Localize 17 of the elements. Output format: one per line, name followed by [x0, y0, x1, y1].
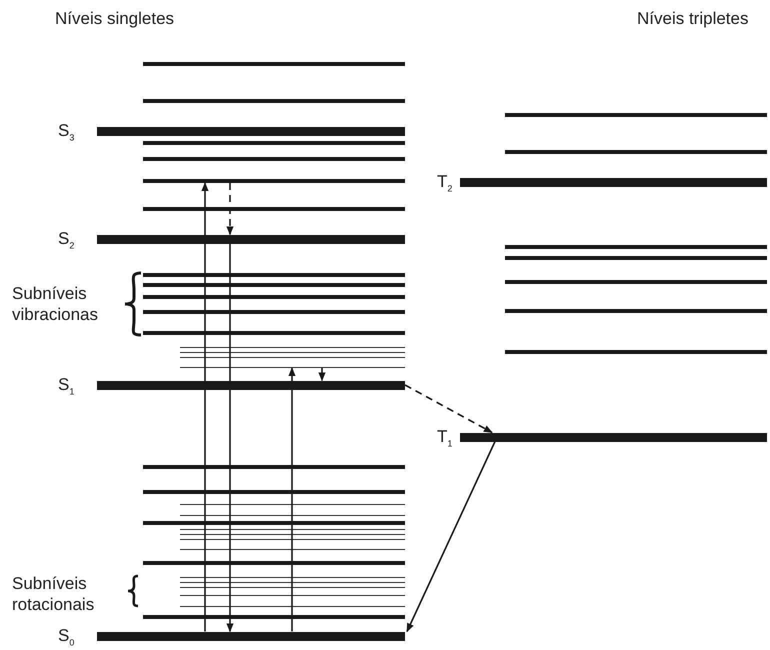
level-label: S$_{1}$: [58, 375, 74, 398]
column-heading: Níveis tripletes: [637, 8, 748, 29]
arrow: [288, 367, 296, 632]
level-label: T$_{1}$: [437, 427, 452, 450]
level-label: S$_{2}$: [58, 229, 74, 252]
arrow: [201, 182, 209, 632]
brace-label: Subníveis vibracionas: [12, 283, 99, 325]
column-heading: Níveis singletes: [55, 8, 174, 29]
arrow: [318, 368, 326, 382]
brace-label: Subníveis rotacionais: [12, 573, 96, 615]
arrow: [226, 183, 234, 236]
arrow: [406, 441, 496, 632]
arrow: [226, 244, 234, 632]
rotational-levels-band: [262, 347, 405, 368]
level-label: T$_{2}$: [437, 172, 452, 196]
level-label: S$_{3}$: [58, 121, 74, 144]
level-label: S$_{0}$: [58, 626, 74, 650]
